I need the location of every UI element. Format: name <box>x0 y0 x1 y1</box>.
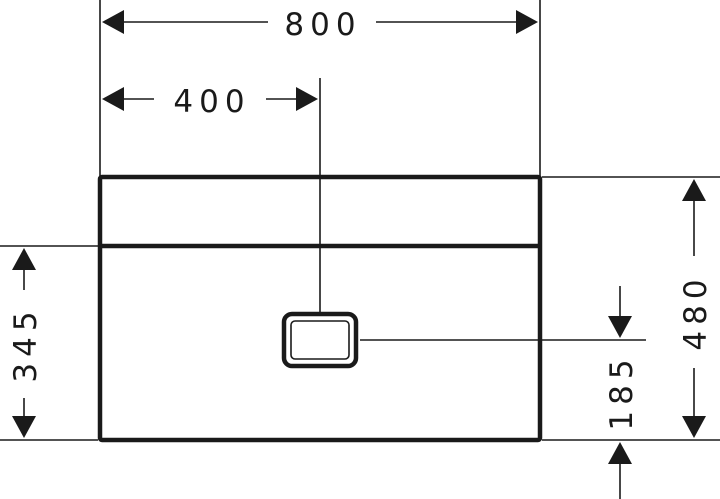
dimension-label-half-width: 400 <box>173 84 250 120</box>
dimension-overall-height: 480 <box>678 179 714 438</box>
dimension-label-overall-height: 480 <box>678 273 714 350</box>
dimension-label-handle-height: 185 <box>604 353 640 430</box>
dimension-overall-width: 800 <box>102 7 538 43</box>
dimension-handle-height: 185 <box>604 286 640 499</box>
drawer-handle-inner <box>290 320 350 360</box>
dimension-label-front-height: 345 <box>8 305 44 382</box>
dimension-half-width: 400 <box>102 84 318 120</box>
dimension-front-height: 345 <box>8 248 44 438</box>
dimension-label-overall-width: 800 <box>284 7 361 43</box>
cabinet-body <box>97 174 543 443</box>
drawer-handle <box>281 311 359 369</box>
